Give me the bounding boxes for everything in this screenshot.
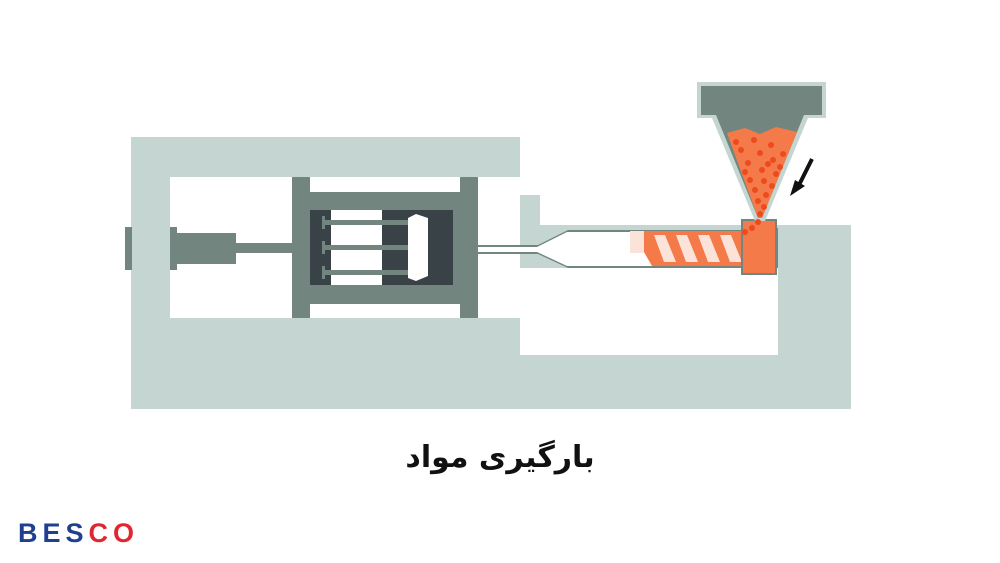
logo-part-bes: BES <box>18 518 89 548</box>
mould <box>310 210 453 285</box>
logo-part-co: CO <box>88 518 140 548</box>
ejector-pin <box>322 220 410 225</box>
screw <box>630 219 777 275</box>
plastic-pellets <box>733 137 786 235</box>
ejector-pin <box>322 245 410 250</box>
clamp-cylinder <box>125 227 294 270</box>
feed-arrow-icon <box>790 158 814 196</box>
besco-logo: BESCO <box>18 518 139 548</box>
caption-material-loading: بارگیری مواد <box>405 440 595 475</box>
ejector-pin <box>322 270 410 275</box>
